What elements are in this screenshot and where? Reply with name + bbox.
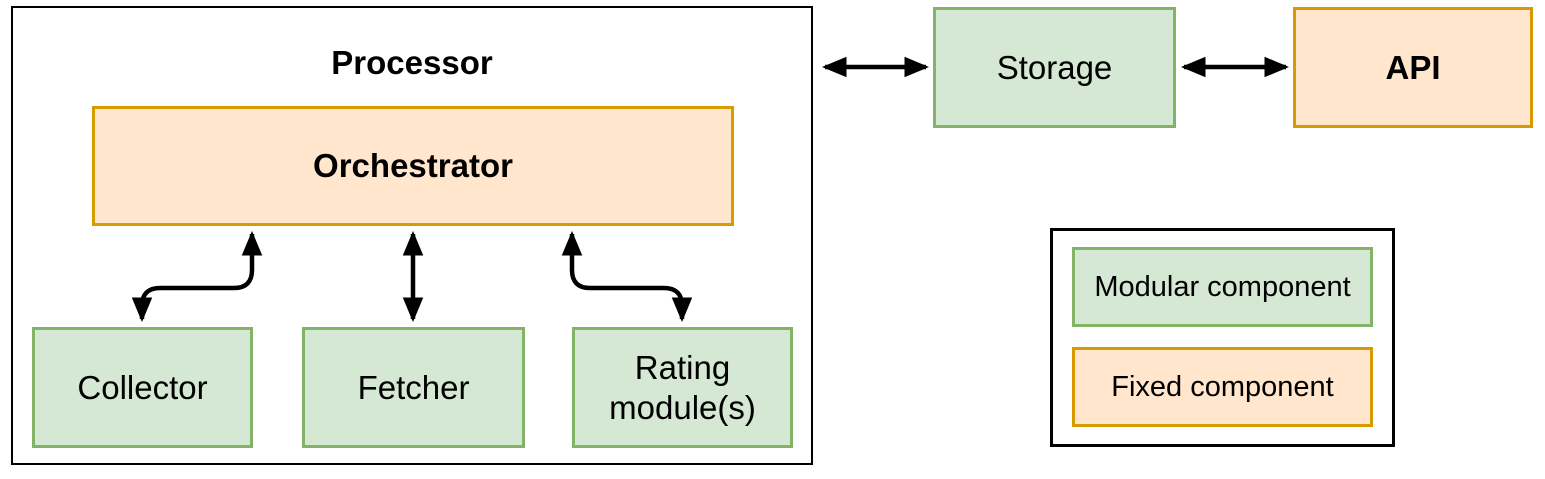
- orchestrator-label: Orchestrator: [313, 147, 513, 185]
- legend-modular-label: Modular component: [1094, 270, 1351, 303]
- legend-box: Modular component Fixed component: [1050, 228, 1395, 447]
- legend-fixed-label: Fixed component: [1111, 370, 1334, 403]
- api-label: API: [1385, 48, 1441, 86]
- collector-node: Collector: [32, 327, 253, 448]
- orchestrator-node: Orchestrator: [92, 106, 734, 226]
- collector-label: Collector: [77, 368, 208, 406]
- fetcher-node: Fetcher: [302, 327, 525, 448]
- processor-group-box: [11, 6, 813, 465]
- rating-module-label: Rating module(s): [609, 348, 756, 426]
- legend-fixed-swatch: Fixed component: [1072, 347, 1373, 427]
- legend-modular-swatch: Modular component: [1072, 247, 1373, 327]
- storage-label: Storage: [996, 48, 1113, 86]
- api-node: API: [1293, 7, 1533, 128]
- fetcher-label: Fetcher: [357, 368, 470, 406]
- rating-module-node: Rating module(s): [572, 327, 793, 448]
- storage-node: Storage: [933, 7, 1176, 128]
- processor-group-label: Processor: [331, 44, 493, 81]
